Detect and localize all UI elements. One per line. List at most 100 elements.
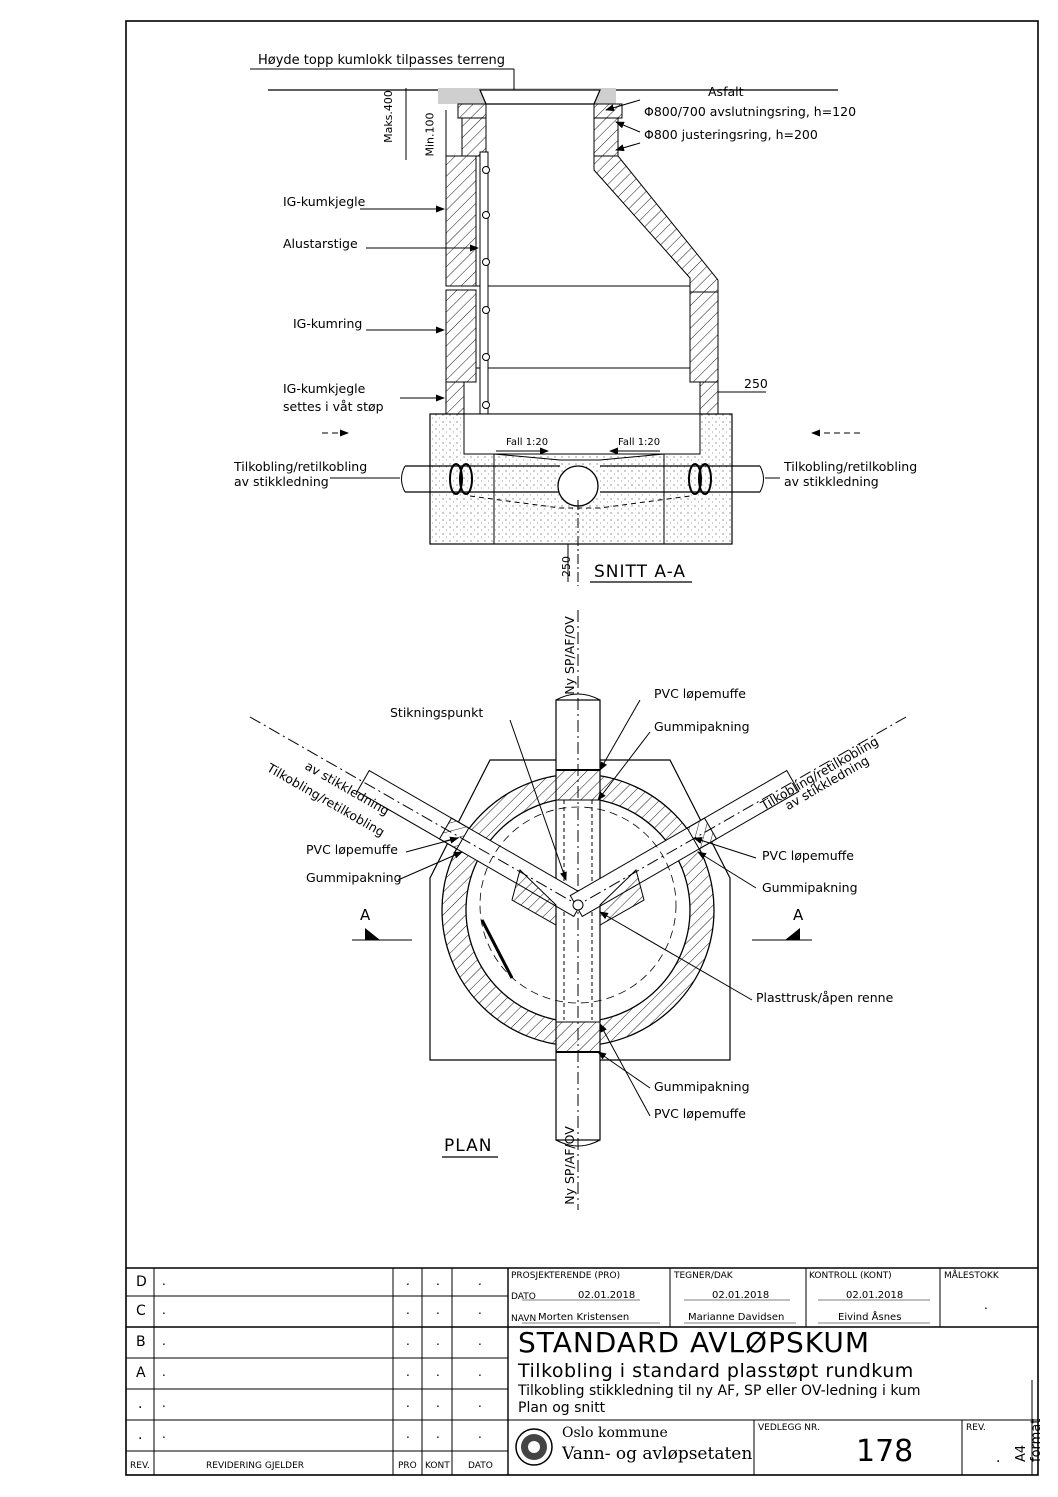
dim-250-bottom: 250 [560, 556, 573, 577]
label-pvc-right: PVC løpemuffe [762, 848, 854, 863]
rev-text: . [162, 1303, 166, 1317]
drawing-title: STANDARD AVLØPSKUM [518, 1326, 871, 1359]
drawing-desc-2: Plan og snitt [518, 1400, 606, 1416]
drawing-subtitle: Tilkobling i standard plasstøpt rundkum [518, 1360, 914, 1382]
dim-250-right: 250 [744, 376, 768, 391]
label-ring1: Φ800/700 avslutningsring, h=120 [644, 104, 857, 119]
header-rev: REV. [130, 1461, 150, 1471]
revision-header-row: REV. REVIDERING GJELDER PRO KONT DATO [126, 1451, 508, 1475]
rev-kont: . [436, 1334, 440, 1348]
drawing-desc-1: Tilkobling stikkledning til ny AF, SP el… [518, 1383, 921, 1399]
rev-code: A [136, 1365, 146, 1381]
tegner-label: TEGNER/DAK [674, 1271, 733, 1281]
navn-label: NAVN [511, 1314, 537, 1324]
plan-title: PLAN [444, 1136, 493, 1156]
section-view [250, 68, 860, 586]
rev-text: . [162, 1396, 166, 1410]
rev-pro: . [406, 1334, 410, 1348]
rev-kont: . [436, 1303, 440, 1317]
vedlegg-label: VEDLEGG NR. [758, 1423, 820, 1433]
rev-pro: . [406, 1303, 410, 1317]
header-pro: PRO [398, 1461, 417, 1471]
rev-value: . [996, 1450, 1001, 1466]
label-cone-wet-1: IG-kumkjegle [283, 381, 366, 396]
label-ladder: Alustarstige [283, 236, 358, 251]
label-cone: IG-kumkjegle [283, 194, 366, 209]
rev-pro: . [406, 1396, 410, 1410]
rev-dato: . [478, 1334, 482, 1348]
label-conn-right-2: av stikkledning [784, 474, 879, 489]
rev-kont: . [436, 1274, 440, 1288]
rev-kont: . [436, 1365, 440, 1379]
header-text: REVIDERING GJELDER [206, 1461, 305, 1471]
header-dato: DATO [468, 1461, 493, 1471]
revision-row: A . . . . [126, 1358, 508, 1389]
rev-dato: . [478, 1365, 482, 1379]
label-cone-wet-2: settes i våt støp [283, 399, 384, 414]
label-top-note: Høyde topp kumlokk tilpasses terreng [258, 53, 506, 68]
label-asphalt: Asfalt [708, 84, 744, 99]
rev-code: D [136, 1274, 147, 1290]
rev-pro: . [406, 1365, 410, 1379]
label-conn-right-1: Tilkobling/retilkobling [784, 459, 918, 474]
tegner-date: 02.01.2018 [712, 1290, 770, 1301]
label-pvc-top: PVC løpemuffe [654, 686, 746, 701]
label-stake-point: Stikningspunkt [390, 705, 484, 720]
rev-dato: . [478, 1303, 482, 1317]
rev-kont: . [436, 1427, 440, 1441]
sheet-border [125, 20, 1039, 1476]
oslo-seal-logo [515, 1428, 553, 1466]
section-title: SNITT A-A [594, 562, 687, 582]
label-gasket-right: Gummipakning [762, 880, 858, 895]
revision-table: D . . . . C . . . . B . . . . A . . . . … [126, 1268, 508, 1475]
label-gasket-bottom: Gummipakning [654, 1079, 750, 1094]
kontroll-name: Eivind Åsnes [838, 1312, 902, 1323]
rev-pro: . [406, 1427, 410, 1441]
org-name-1: Oslo kommune [562, 1425, 668, 1441]
revision-row: B . . . . [126, 1327, 508, 1358]
section-mark-right: A [793, 906, 804, 924]
label-fall-right: Fall 1:20 [618, 437, 661, 448]
label-manhole-ring: IG-kumring [293, 316, 363, 331]
vedlegg-value: 178 [856, 1434, 914, 1469]
rev-dato: . [478, 1274, 482, 1288]
rev-code: . [138, 1427, 143, 1443]
label-fall-left: Fall 1:20 [506, 437, 549, 448]
rev-code: B [136, 1334, 146, 1350]
label-gasket-left: Gummipakning [306, 870, 402, 885]
title-block-frame [126, 1267, 1038, 1475]
malestokk-value: . [984, 1298, 988, 1312]
label-gasket-top: Gummipakning [654, 719, 750, 734]
pro-label: PROSJEKTERENDE (PRO) [511, 1271, 621, 1281]
label-conn-left-1: Tilkobling/retilkobling [234, 459, 368, 474]
rev-dato: . [478, 1427, 482, 1441]
rev-code: . [138, 1396, 143, 1412]
label-pvc-left: PVC løpemuffe [306, 842, 398, 857]
plan-view [249, 610, 907, 1210]
org-name-2: Vann- og avløpsetaten [562, 1444, 753, 1464]
rev-kont: . [436, 1396, 440, 1410]
rev-dato: . [478, 1396, 482, 1410]
section-mark-left: A [360, 906, 371, 924]
dato-label: DATO [511, 1292, 536, 1302]
rev-text: . [162, 1274, 166, 1288]
dim-min: Min.100 [423, 112, 437, 157]
revision-row: C . . . . [126, 1296, 508, 1327]
rev-text: . [162, 1365, 166, 1379]
dim-max: Maks.400 [381, 90, 395, 143]
header-kont: KONT [425, 1461, 450, 1471]
rev-label: REV. [966, 1423, 986, 1433]
format-label: A4 format [1014, 1418, 1044, 1462]
rev-code: C [136, 1303, 146, 1319]
pro-date: 02.01.2018 [578, 1290, 636, 1301]
label-channel: Plasttrusk/åpen renne [756, 990, 894, 1005]
kontroll-date: 02.01.2018 [846, 1290, 904, 1301]
pro-name: Morten Kristensen [538, 1312, 630, 1323]
rev-pro: . [406, 1274, 410, 1288]
revision-row: . . . . . [126, 1420, 508, 1451]
malestokk-label: MÅLESTOKK [944, 1271, 999, 1281]
label-pvc-bottom: PVC løpemuffe [654, 1106, 746, 1121]
rev-text: . [162, 1427, 166, 1441]
tegner-name: Marianne Davidsen [688, 1312, 785, 1323]
